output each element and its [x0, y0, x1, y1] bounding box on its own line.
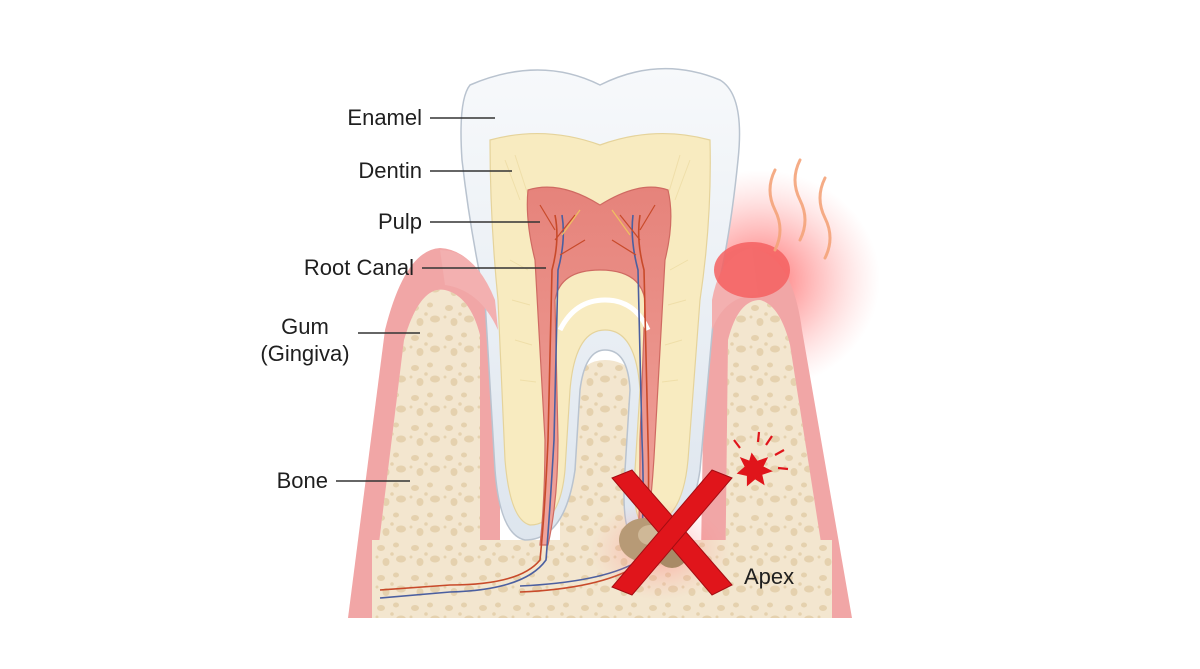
inflamed-gum: [714, 242, 790, 298]
label-dentin: Dentin: [358, 158, 422, 183]
leader-lines: [336, 117, 546, 482]
label-gingiva: (Gingiva): [260, 341, 350, 366]
gum-inner-left: [440, 250, 498, 330]
label-gum: Gum: [281, 314, 329, 339]
label-apex: Apex: [744, 564, 795, 589]
label-root-canal: Root Canal: [303, 255, 414, 280]
heat-waves-icon: [768, 158, 832, 260]
label-enamel: Enamel: [347, 105, 422, 130]
dentin-tubules: [504, 154, 691, 383]
red-x-icon: [611, 469, 733, 596]
label-bone: Bone: [276, 468, 328, 493]
label-pulp: Pulp: [377, 209, 422, 234]
pain-burst-icon: [733, 431, 789, 487]
